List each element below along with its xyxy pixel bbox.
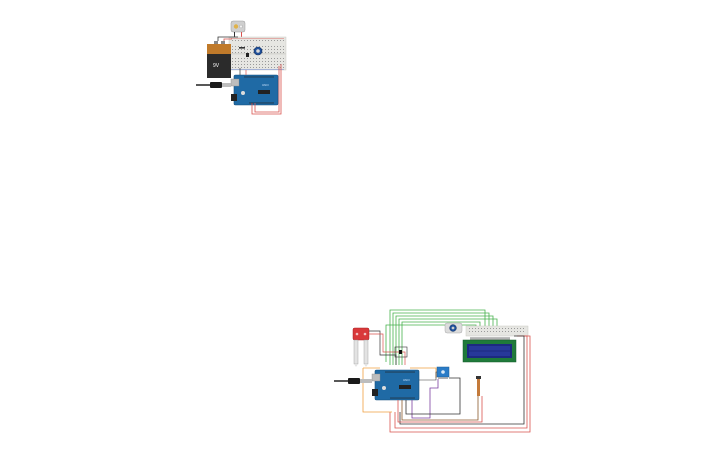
potentiometer-2[interactable] bbox=[444, 322, 463, 334]
svg-text:UNO: UNO bbox=[403, 378, 410, 382]
9v-battery[interactable]: 9V bbox=[207, 41, 231, 78]
sensor-module[interactable] bbox=[436, 366, 450, 379]
transistor[interactable] bbox=[246, 53, 249, 57]
svg-text:UNO: UNO bbox=[262, 83, 269, 87]
diode[interactable] bbox=[239, 47, 245, 49]
usb-cable-1[interactable] bbox=[196, 82, 231, 88]
breadboard-2[interactable] bbox=[465, 325, 529, 337]
arduino-uno-1[interactable]: UNO bbox=[230, 74, 279, 106]
circuit-1: 9V UNO bbox=[196, 20, 287, 115]
soil-moisture-sensor[interactable] bbox=[352, 327, 370, 367]
arduino-uno-2[interactable]: UNO bbox=[371, 369, 420, 401]
temperature-sensor[interactable] bbox=[476, 376, 481, 396]
lcd-16x2[interactable] bbox=[462, 337, 517, 363]
battery-label: 9V bbox=[213, 63, 220, 69]
jumper-module[interactable] bbox=[394, 346, 408, 358]
dc-motor[interactable] bbox=[230, 20, 246, 38]
circuit-2: UNO bbox=[334, 309, 531, 433]
potentiometer-1[interactable] bbox=[253, 46, 263, 56]
usb-cable-2[interactable] bbox=[334, 378, 372, 384]
